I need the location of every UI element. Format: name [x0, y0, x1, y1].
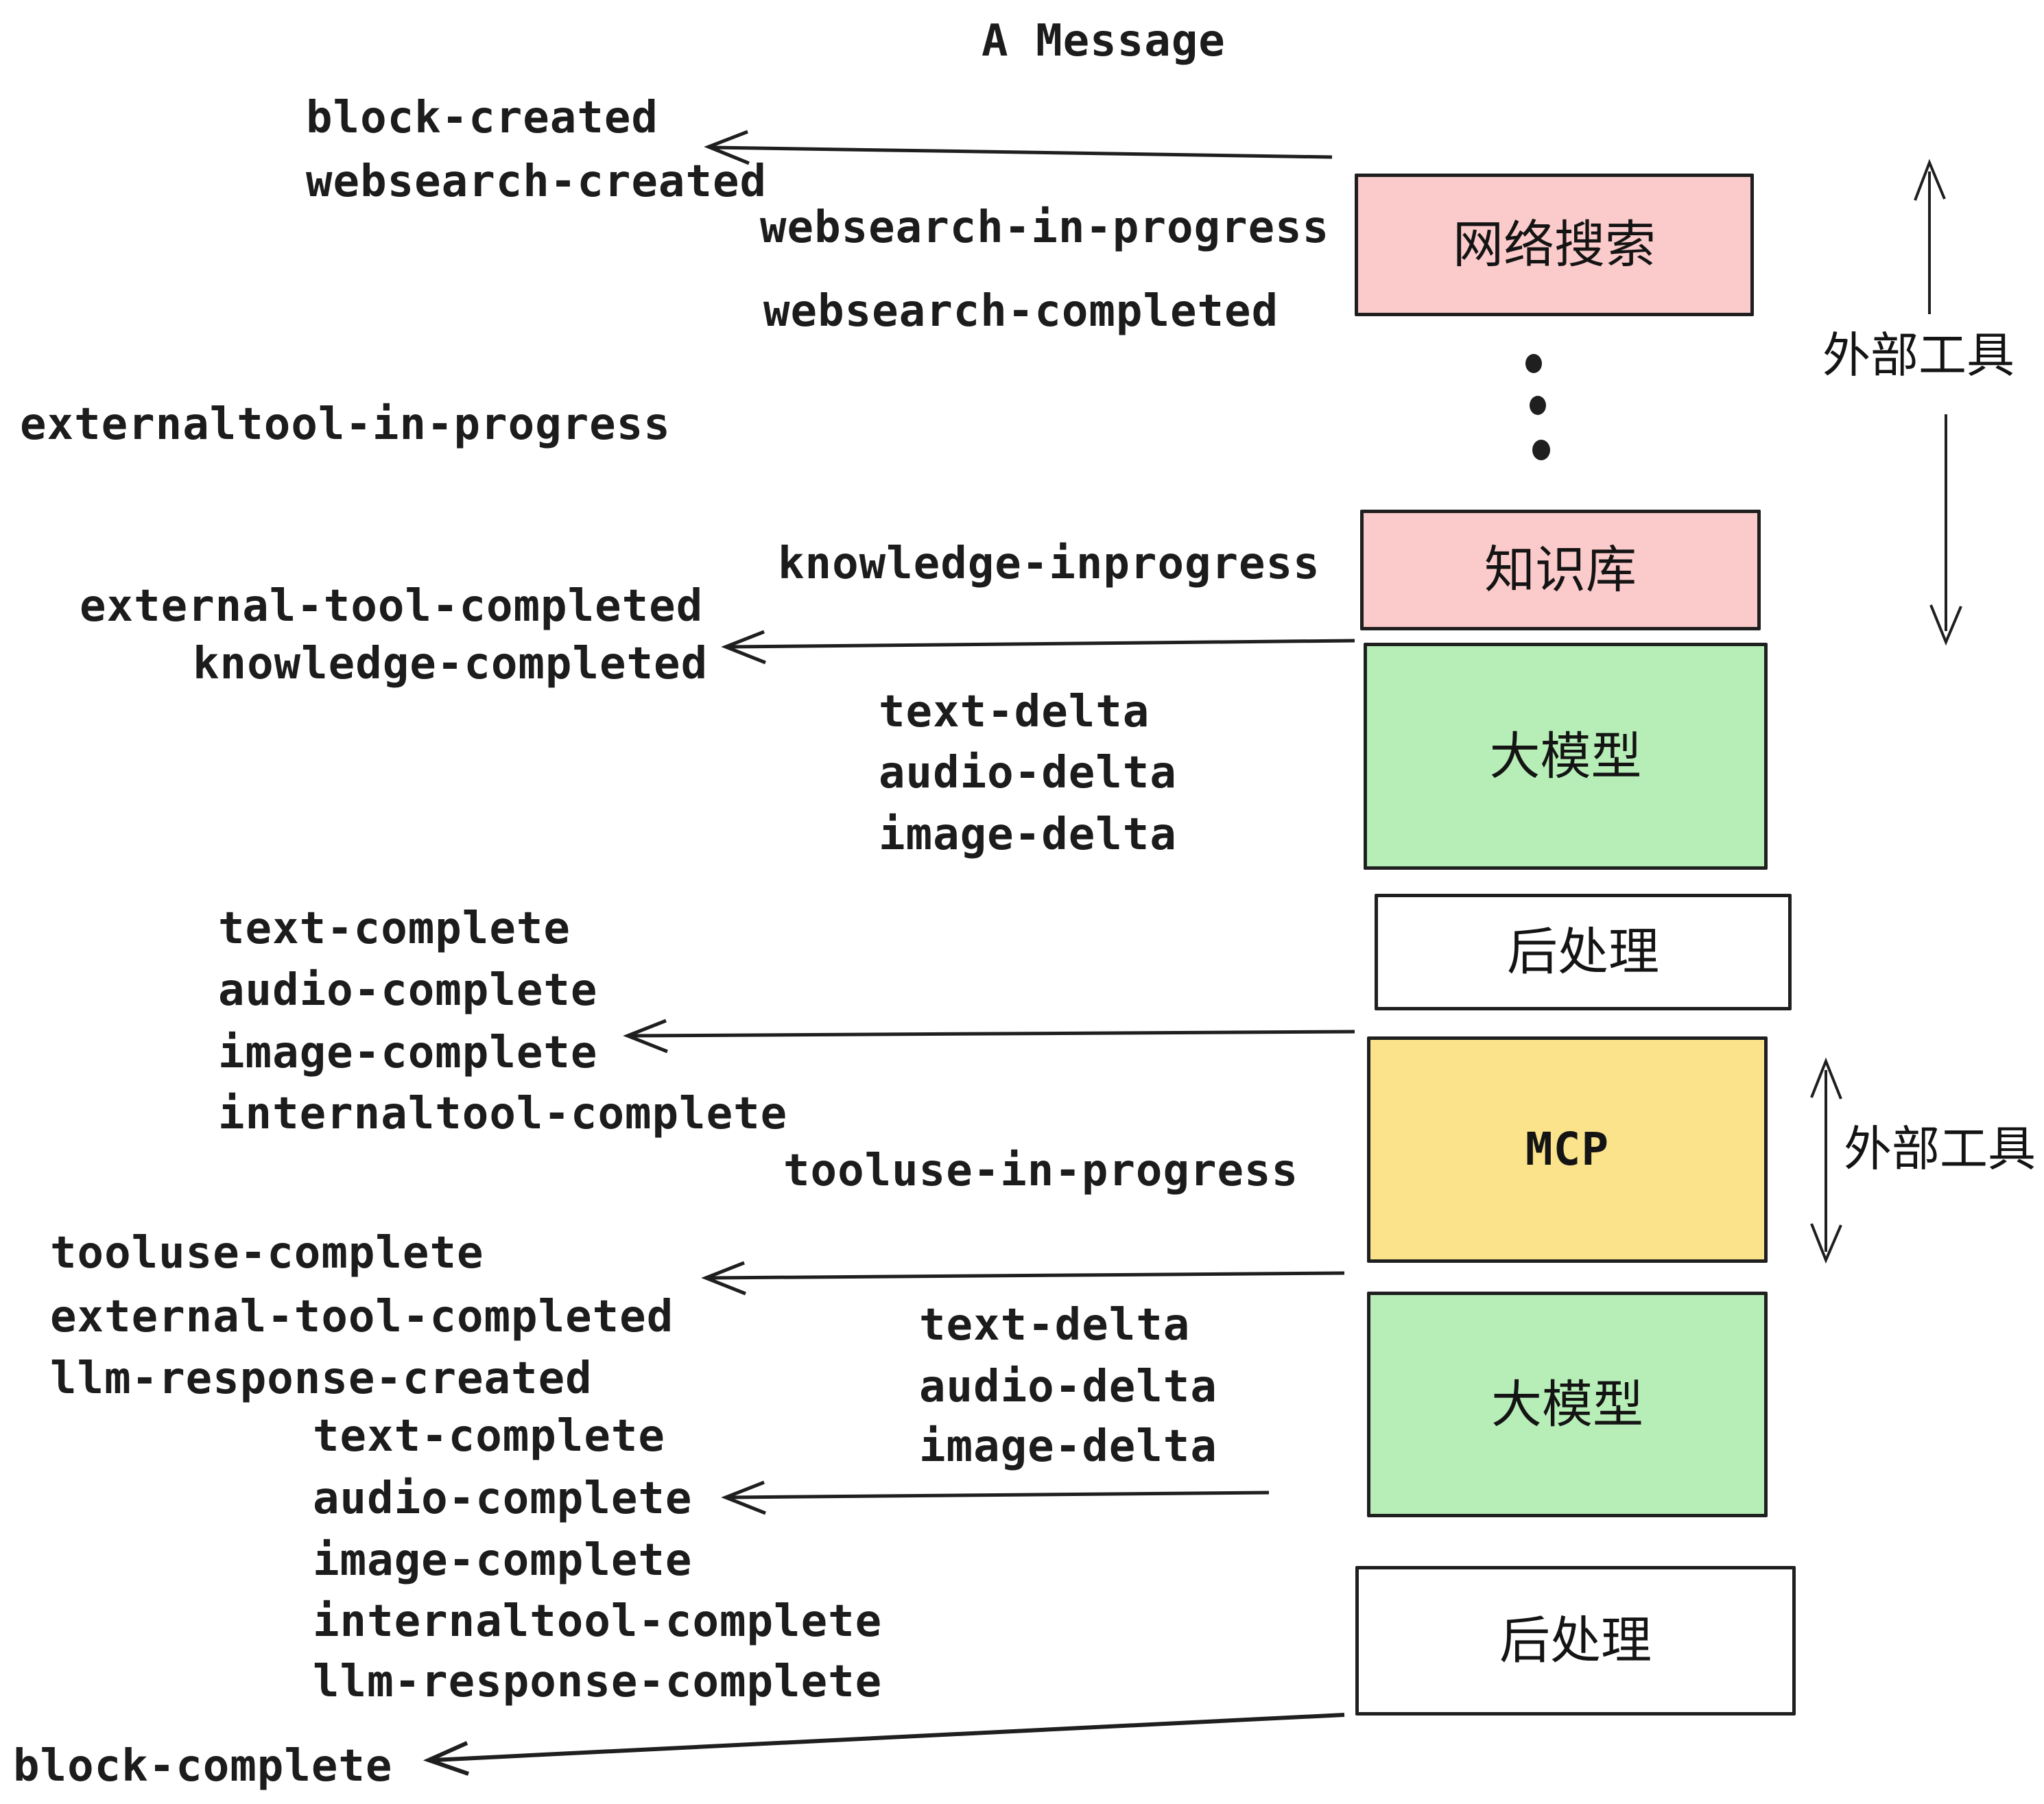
- event-websearch-in-progress: websearch-in-progress: [760, 202, 1330, 253]
- event-internaltool-complete-2: internaltool-complete: [313, 1596, 883, 1647]
- arrow-to-knowledge-completed: [721, 630, 1355, 665]
- external-tools-down-arrow-icon: [1929, 414, 1962, 646]
- box-mcp-label: MCP: [1525, 1123, 1610, 1176]
- event-audio-complete: audio-complete: [218, 965, 598, 1016]
- external-tools-double-arrow-icon: [1810, 1057, 1842, 1264]
- box-mcp: MCP: [1367, 1036, 1768, 1263]
- box-postprocess-1: 后处理: [1375, 894, 1792, 1010]
- event-text-complete: text-complete: [218, 903, 571, 954]
- event-audio-delta: audio-delta: [879, 748, 1177, 798]
- box-llm-2-label: 大模型: [1491, 1375, 1643, 1434]
- event-internaltool-complete: internaltool-complete: [218, 1089, 788, 1139]
- box-llm-1-label: 大模型: [1489, 726, 1642, 786]
- event-image-complete-2: image-complete: [313, 1535, 693, 1586]
- event-external-tool-completed: external-tool-completed: [80, 581, 704, 632]
- event-llm-response-complete: llm-response-complete: [313, 1657, 883, 1707]
- event-image-delta-2: image-delta: [919, 1421, 1217, 1472]
- external-tools-label-top: 外部工具: [1822, 327, 2015, 383]
- box-websearch-label: 网络搜索: [1453, 215, 1656, 274]
- box-websearch: 网络搜索: [1355, 174, 1754, 316]
- event-audio-complete-2: audio-complete: [313, 1473, 693, 1524]
- vertical-ellipsis-dots: [1525, 354, 1550, 460]
- arrow-to-block-created: [704, 130, 1333, 165]
- event-knowledge-inprogress: knowledge-inprogress: [778, 538, 1320, 589]
- event-external-tool-completed-2: external-tool-completed: [50, 1292, 674, 1342]
- event-text-complete-2: text-complete: [313, 1411, 665, 1462]
- event-block-complete: block-complete: [13, 1741, 393, 1792]
- external-tools-up-arrow-icon: [1914, 158, 1946, 314]
- event-block-created: block-created: [306, 93, 658, 143]
- event-text-delta: text-delta: [879, 687, 1150, 737]
- box-llm-1: 大模型: [1364, 643, 1768, 870]
- event-image-delta: image-delta: [879, 809, 1177, 860]
- event-text-delta-2: text-delta: [919, 1300, 1191, 1351]
- box-postprocess-2-label: 后处理: [1499, 1611, 1652, 1670]
- event-tooluse-complete: tooluse-complete: [50, 1228, 484, 1279]
- box-knowledge-label: 知识库: [1484, 541, 1637, 600]
- box-knowledge: 知识库: [1360, 510, 1761, 630]
- arrow-to-audio-complete: [721, 1480, 1270, 1515]
- box-llm-2: 大模型: [1367, 1292, 1768, 1517]
- box-postprocess-2: 后处理: [1355, 1566, 1796, 1716]
- external-tools-label-mid: 外部工具: [1844, 1121, 2036, 1177]
- diagram-title: A Message: [982, 16, 1226, 67]
- event-websearch-created: websearch-created: [306, 156, 768, 207]
- event-tooluse-in-progress: tooluse-in-progress: [783, 1146, 1299, 1196]
- event-knowledge-completed: knowledge-completed: [193, 639, 709, 689]
- event-llm-response-created: llm-response-created: [50, 1353, 593, 1404]
- event-websearch-completed: websearch-completed: [763, 286, 1279, 337]
- arrow-to-tooluse-complete: [701, 1261, 1345, 1296]
- event-image-complete: image-complete: [218, 1028, 598, 1078]
- arrow-to-image-complete: [623, 1019, 1355, 1054]
- event-audio-delta-2: audio-delta: [919, 1362, 1217, 1412]
- box-postprocess-1-label: 后处理: [1507, 923, 1659, 982]
- arrow-to-block-complete: [423, 1713, 1345, 1776]
- event-externaltool-in-progress: externaltool-in-progress: [20, 399, 671, 450]
